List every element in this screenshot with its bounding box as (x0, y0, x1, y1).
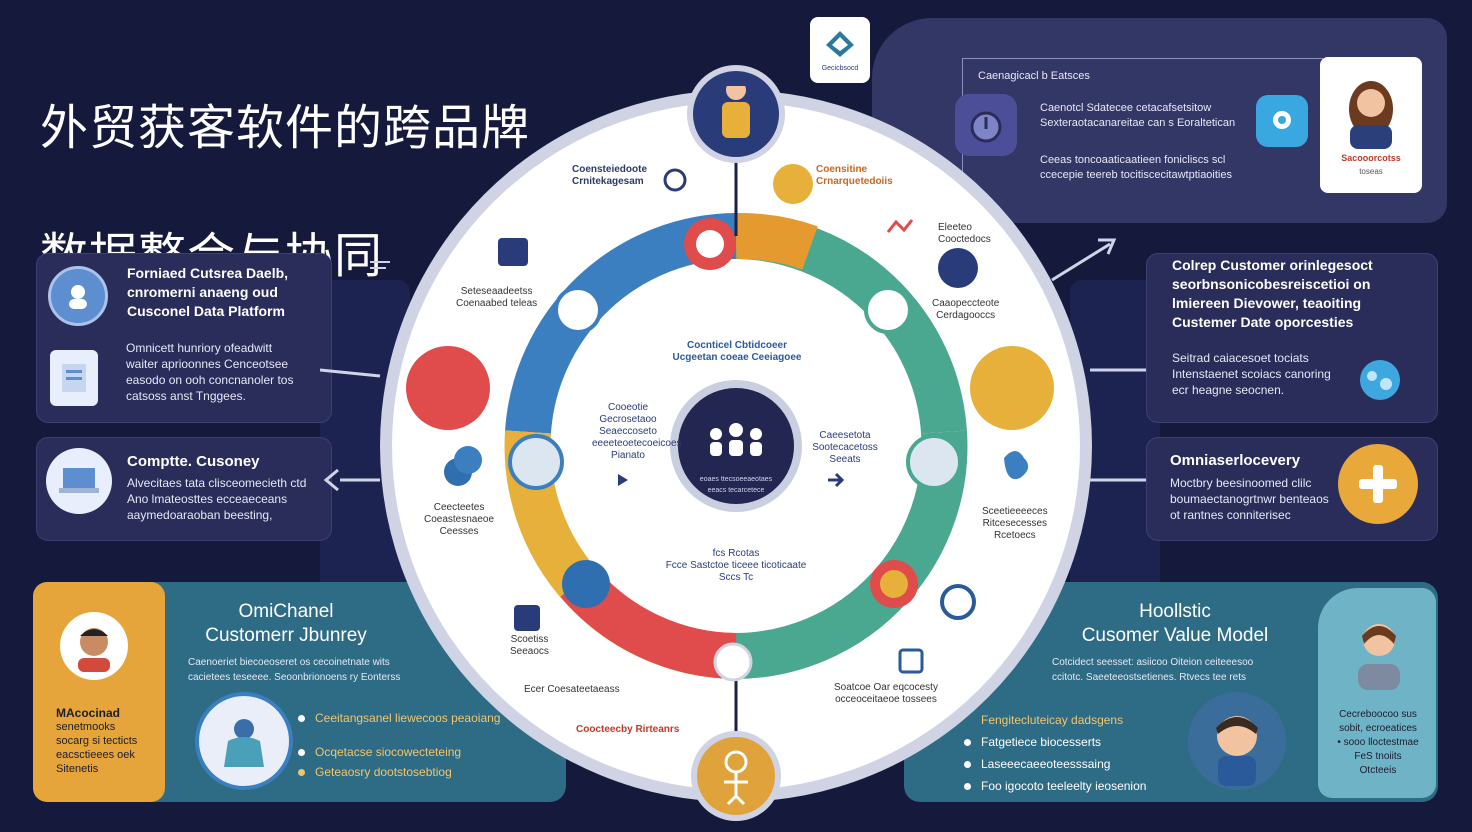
laptop-icon (46, 448, 112, 514)
left-red-icon (406, 346, 490, 430)
profile-card: Sacooorcotss toseas (1320, 57, 1422, 193)
inner-label-top: Cocnticel Cbtidcoeer Ucgeetan coeae Ceei… (672, 340, 802, 363)
label-bottom-caption: Coocteecby Rirteanrs (576, 724, 680, 735)
value-bullet: Fatgetiece biocesserts (964, 734, 1146, 750)
label-left-mid: Seteseaadeetss Coenaabed teleas (456, 286, 538, 309)
label-right-top: Eleeteo Cooctedocs (938, 222, 991, 245)
label-bottom-dash: Ecer Coesateetaeass (524, 684, 620, 695)
background-gear-shapes (320, 280, 1160, 600)
label-top-left: Coensteiedoote Crnitekagesam (572, 164, 648, 187)
omnichannel-title: OmiChanel Customerr Jbunrey (205, 601, 367, 646)
document-icon (50, 350, 98, 406)
lightbulb-icon (940, 584, 976, 620)
inner-label-left: Cooeotie Gecrosetaoo Seaeccoseto eeeeteo… (592, 402, 682, 461)
grid-icon (898, 648, 924, 674)
right-yellow-icon (970, 346, 1054, 430)
value-model-title: Hoollstic Cusomer Value Model (1081, 601, 1269, 646)
label-top-right: Coensitine Crnarquetedoiis (816, 164, 893, 187)
value-model-description: Cotcidect seesset: asiicoo Oiteion ceite… (1052, 657, 1254, 683)
logo-caption: Gecicbsocd (821, 65, 859, 72)
left-panel-2-body: Alvecitaes tata clisceomecieth ctd Ano l… (127, 476, 307, 522)
value-card (1318, 588, 1436, 798)
right-panel-2-heading: Omniaserlocevery (1170, 452, 1301, 469)
man-avatar-icon (60, 612, 128, 680)
omnichannel-bullet: Geteaosry dootstosebtiog (298, 764, 452, 780)
plus-icon (1338, 444, 1418, 524)
logo-icon (826, 31, 854, 57)
building-icon (498, 238, 528, 266)
right-panel-1-heading: Colrep Customer orinlegesoct seorbnsonic… (1172, 257, 1373, 330)
ring-bubble (562, 560, 610, 608)
device-icon (955, 94, 1017, 156)
ring-bubble (713, 642, 753, 682)
label-bottom-left: Scoetiss Seeaocs (510, 634, 549, 657)
omnichannel-bullet: Ceeitangsanel liewecoos peaoiang (298, 710, 500, 726)
title-line-1: 外贸获客软件的跨品牌 (40, 100, 531, 156)
label-right-mid: Caaopeccteote Cerdagooccs (932, 298, 1000, 321)
value-bullet: Foo igocoto teeleelty ieosenion (964, 778, 1146, 794)
headset-icon (663, 168, 687, 192)
woman-avatar-icon (1349, 81, 1393, 149)
ring-bubble (554, 286, 602, 334)
top-right-panel-header: Caenagicacl b Eatsces (978, 70, 1090, 82)
omnichannel-bullet: Ocqetacse siocowecteteing (298, 744, 500, 760)
value-model-bullets: Fengitecluteicay dadsgens Fatgetiece bio… (964, 712, 1146, 794)
inner-label-bottom: fcs Rcotas Fcce Sastctoe ticeee ticotica… (665, 548, 807, 583)
brand-logo: Gecicbsocd (810, 17, 870, 83)
label-bottom-right: Soatcoe Oar eqcocesty occeoceitaeoe toss… (834, 682, 938, 705)
people-group-icon (710, 423, 762, 456)
support-agent-icon (1188, 692, 1286, 790)
customer-card-text: MAcocinad senetmooks socarg si tecticts … (56, 706, 138, 775)
person-standing-icon (722, 79, 750, 138)
left-panel-1-body: Omnicett hunriory ofeadwitt waiter aprio… (126, 341, 294, 403)
value-card-text: Cecreboocoo sus sobit, ecroeatices • soo… (1337, 709, 1419, 776)
label-left-low: Ceecteetes Coeastesnaeoe Ceesses (424, 502, 495, 537)
left-panel-2-heading: Comptte. Cusoney (127, 453, 260, 470)
trend-icon (886, 219, 914, 233)
ring-bubble (864, 286, 912, 334)
inner-label-right: Caeesetota Sootecacetoss Seeats (812, 430, 878, 465)
hub-text: eoaes ttecsoeeaeotaes eeacs tecarcetece (699, 476, 773, 494)
left-panel-1-heading: Forniaed Cutsrea Daelb, cnromerni anaeng… (127, 265, 289, 319)
value-bullet: Fengitecluteicay dadsgens (981, 713, 1124, 727)
top-right-line-3: Ceeas toncoaaticaatieen fonicliscs scl (1040, 154, 1226, 166)
right-arrow-icon (828, 472, 845, 488)
top-right-line-1: Caenotcl Sdatecee cetacafsetsitow (1040, 102, 1212, 114)
lightbulb-person-icon (724, 750, 748, 806)
list-icon (514, 605, 540, 631)
chart-icon (773, 164, 813, 204)
dove-icon (1004, 451, 1029, 480)
ring-bubble (906, 434, 962, 490)
omnichannel-bullets: Ceeitangsanel liewecoos peaoiang Ocqetac… (298, 710, 500, 760)
robot-icon (1256, 95, 1308, 147)
left-arrow-icon (618, 474, 628, 486)
person-headset-icon (48, 266, 108, 326)
right-panel-1-body: Seitrad caiacesoet tociats Intenstaenet … (1172, 351, 1331, 397)
person-icon (938, 248, 978, 288)
right-panel-2-body: Moctbry beesinoomed clilc boumaectanogrt… (1170, 476, 1329, 522)
woman-avatar-icon-2 (1346, 610, 1412, 690)
profile-sub: toseas (1359, 167, 1383, 176)
ring-segment-orange (735, 212, 818, 270)
omnichannel-description: Caenoeriet biecoeoseret os cecoinetnate … (188, 657, 401, 683)
profile-caption: Sacooorcotss (1341, 153, 1401, 163)
value-bullet: Laseeecaeeoteesssaing (964, 756, 1146, 772)
top-right-line-2: Sexteraotacanareitae can s Eoraltetican (1040, 117, 1236, 129)
shirt-person-icon (195, 692, 293, 790)
connector-arrows (320, 238, 1146, 492)
ring-bubble (508, 434, 564, 490)
label-right-low: Sceetieeeeces Ritcesecesses Rcetoecs (982, 506, 1048, 541)
top-right-line-4: ccecepie teereb tocitiscecitawtptiaoitie… (1040, 169, 1232, 181)
network-icon (1356, 356, 1404, 404)
